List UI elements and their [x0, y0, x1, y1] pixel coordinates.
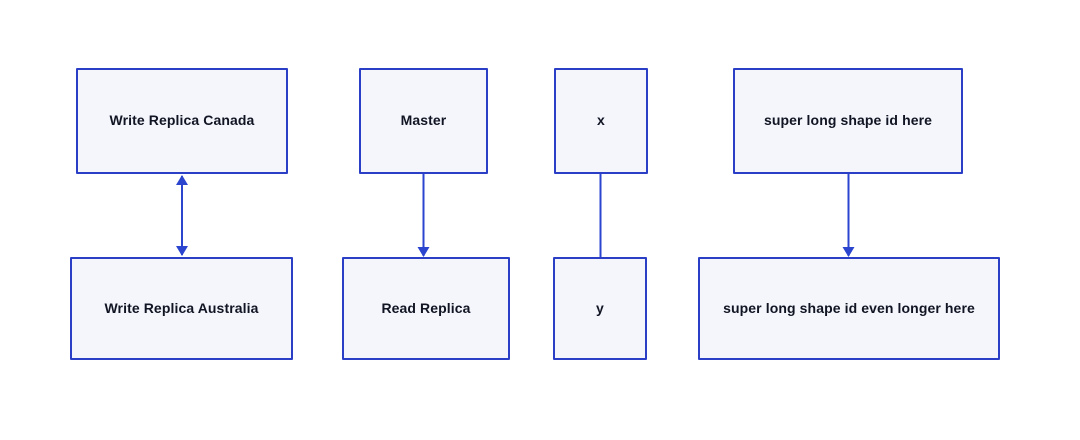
node-label: x: [597, 112, 605, 129]
node-y[interactable]: y: [553, 257, 647, 360]
node-label: Write Replica Canada: [109, 112, 255, 129]
node-write-replica-canada[interactable]: Write Replica Canada: [76, 68, 288, 174]
node-super-long-shape-id-here[interactable]: super long shape id here: [733, 68, 963, 174]
node-write-replica-australia[interactable]: Write Replica Australia: [70, 257, 293, 360]
node-label: super long shape id even longer here: [723, 299, 975, 316]
node-label: y: [596, 299, 604, 316]
node-read-replica[interactable]: Read Replica: [342, 257, 510, 360]
node-master[interactable]: Master: [359, 68, 488, 174]
node-label: Master: [400, 112, 447, 129]
node-label: Read Replica: [381, 299, 471, 316]
node-label: super long shape id here: [763, 112, 933, 129]
node-super-long-shape-id-even-longer-here[interactable]: super long shape id even longer here: [698, 257, 1000, 360]
node-label: Write Replica Australia: [104, 299, 259, 316]
node-x[interactable]: x: [554, 68, 648, 174]
